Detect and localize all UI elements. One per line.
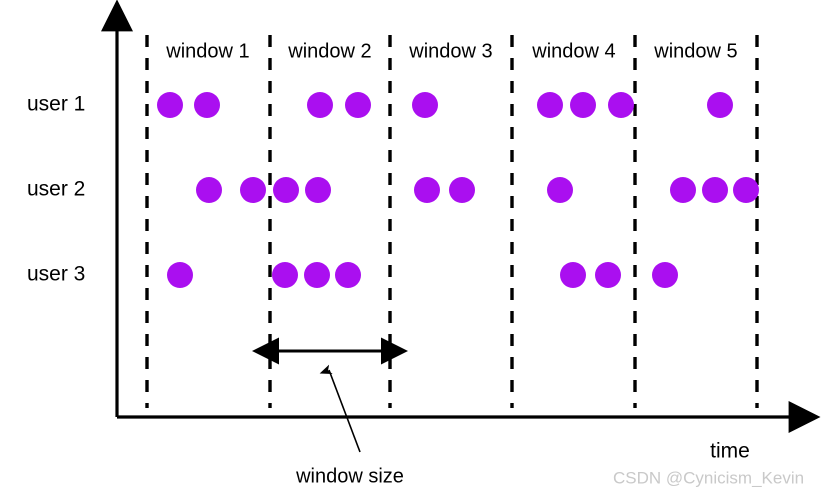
user-row-label-1: user 1 — [27, 93, 85, 116]
event-dot — [570, 92, 596, 118]
event-dot — [307, 92, 333, 118]
event-dot — [196, 177, 222, 203]
event-dot — [595, 262, 621, 288]
event-dot — [702, 177, 728, 203]
window-label-2: window 2 — [287, 40, 371, 62]
event-dot — [194, 92, 220, 118]
event-dot — [560, 262, 586, 288]
event-dot — [157, 92, 183, 118]
event-dot — [412, 92, 438, 118]
event-dot — [240, 177, 266, 203]
event-dot — [414, 177, 440, 203]
watermark-text: CSDN @Cynicism_Kevin — [613, 468, 804, 487]
event-dot — [167, 262, 193, 288]
user-row-label-2: user 2 — [27, 178, 85, 201]
event-dot — [547, 177, 573, 203]
event-dot — [273, 177, 299, 203]
event-dot — [345, 92, 371, 118]
user-row-label-3: user 3 — [27, 263, 85, 286]
window-label-4: window 4 — [531, 40, 615, 62]
window-label-5: window 5 — [653, 40, 737, 62]
event-dot — [305, 177, 331, 203]
event-dot — [652, 262, 678, 288]
window-label-3: window 3 — [408, 40, 492, 62]
event-dot — [670, 177, 696, 203]
window-label-1: window 1 — [165, 40, 249, 62]
event-dot — [272, 262, 298, 288]
event-dots-layer — [157, 92, 759, 288]
window-size-label: window size — [295, 465, 404, 487]
event-dot — [304, 262, 330, 288]
event-dot — [449, 177, 475, 203]
event-dot — [608, 92, 634, 118]
event-dot — [733, 177, 759, 203]
event-dot — [707, 92, 733, 118]
window-size-pointer-line — [319, 364, 361, 453]
event-dot — [537, 92, 563, 118]
x-axis-label: time — [710, 440, 750, 463]
event-dot — [335, 262, 361, 288]
